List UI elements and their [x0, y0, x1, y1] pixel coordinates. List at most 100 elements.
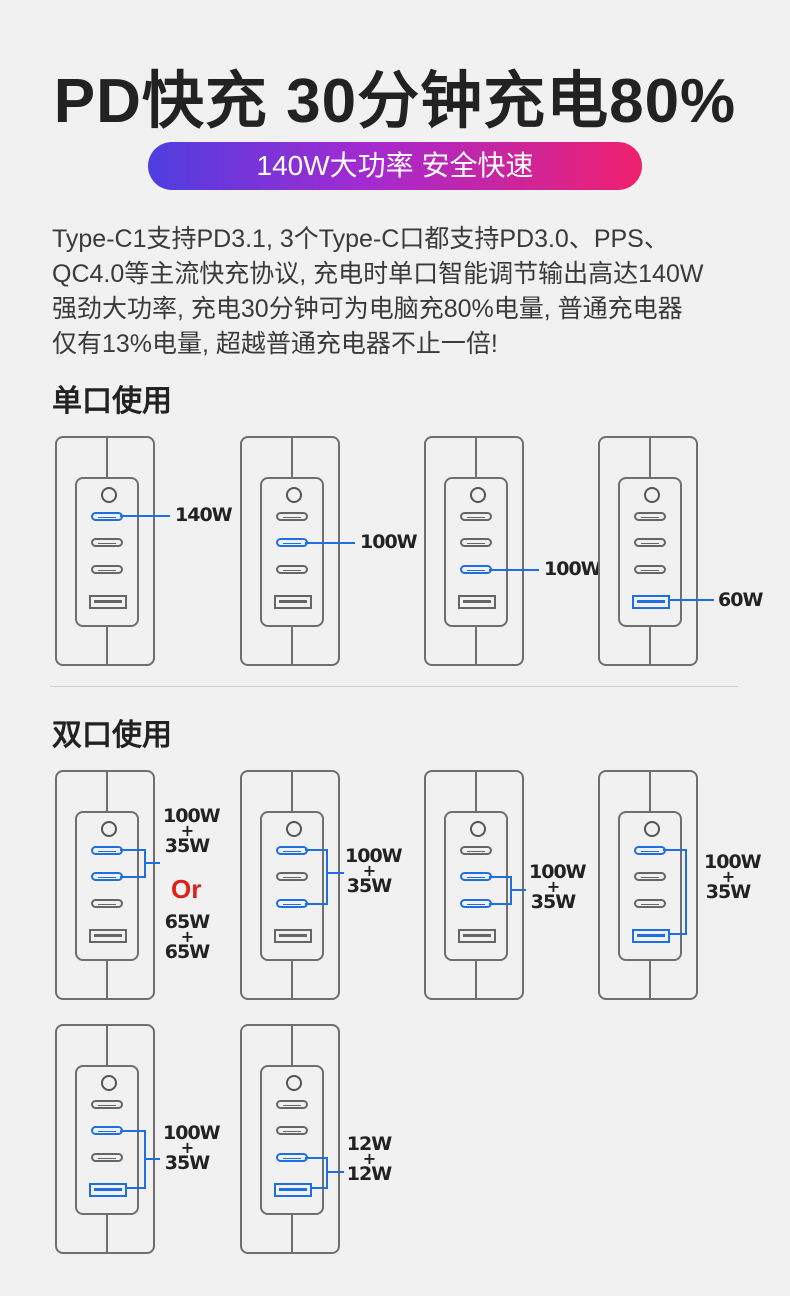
- wattage-combo: 100W + 35W: [163, 806, 221, 857]
- led-icon: [644, 821, 660, 837]
- usb-a-port-icon: [632, 929, 670, 943]
- usb-c3-port-icon: [276, 1153, 308, 1162]
- charger-illustration: [55, 436, 155, 666]
- usb-c2-port-icon: [276, 1126, 308, 1135]
- connector-line: [326, 1157, 328, 1189]
- description-line: 仅有13%电量, 超越普通充电器不止一倍!: [52, 330, 498, 358]
- connector-line: [144, 862, 160, 864]
- connector-line: [510, 889, 526, 891]
- charger-illustration: [598, 770, 698, 1000]
- wattage-label: 140W: [175, 504, 233, 526]
- usb-c1-port-icon: [276, 1100, 308, 1109]
- usb-a-port-icon: [274, 595, 312, 609]
- usb-a-port-icon: [274, 1183, 312, 1197]
- usb-a-port-icon: [632, 595, 670, 609]
- led-icon: [101, 487, 117, 503]
- section-title-single: 单口使用: [52, 385, 172, 418]
- connector-line: [144, 1158, 160, 1160]
- section-title-dual: 双口使用: [52, 719, 172, 752]
- wattage-label: 65W: [164, 941, 210, 963]
- usb-c1-port-icon: [276, 846, 308, 855]
- connector-line: [326, 872, 344, 874]
- usb-c3-port-icon: [460, 899, 492, 908]
- tagline-pill: 140W大功率 安全快速: [148, 142, 642, 190]
- wattage-label: 100W: [163, 1122, 221, 1144]
- wattage-label: 100W: [704, 851, 762, 873]
- plus-sign: +: [362, 1149, 376, 1168]
- connector-line: [120, 876, 145, 878]
- usb-a-port-icon: [89, 595, 127, 609]
- connector-line: [663, 849, 686, 851]
- connector-line: [489, 903, 511, 905]
- usb-c3-port-icon: [91, 565, 123, 574]
- led-icon: [101, 1075, 117, 1091]
- wattage-combo: 100W + 35W: [529, 862, 587, 912]
- connector-line: [668, 933, 686, 935]
- usb-a-port-icon: [89, 1183, 127, 1197]
- usb-a-port-icon: [458, 929, 496, 943]
- plus-sign: +: [721, 867, 735, 886]
- usb-c2-port-icon: [460, 538, 492, 547]
- wattage-label: 100W: [360, 531, 418, 553]
- connector-line: [305, 1157, 327, 1159]
- page-title: PD快充 30分钟充电80%: [53, 67, 737, 136]
- charger-illustration: [240, 770, 340, 1000]
- usb-c1-port-icon: [91, 512, 123, 521]
- led-icon: [286, 487, 302, 503]
- usb-c1-port-icon: [460, 846, 492, 855]
- connector-line: [125, 1187, 145, 1189]
- usb-c1-port-icon: [634, 512, 666, 521]
- led-icon: [286, 1075, 302, 1091]
- usb-c2-port-icon: [634, 872, 666, 881]
- wattage-combo: 100W + 35W: [163, 1123, 221, 1173]
- usb-a-port-icon: [458, 595, 496, 609]
- led-icon: [470, 821, 486, 837]
- usb-c3-port-icon: [276, 565, 308, 574]
- plus-sign: +: [180, 821, 194, 840]
- usb-c1-port-icon: [91, 846, 123, 855]
- description: Type-C1支持PD3.1, 3个Type-C口都支持PD3.0、PPS、 Q…: [52, 222, 752, 362]
- description-line: 强劲大功率, 充电30分钟可为电脑充80%电量, 普通充电器: [52, 295, 683, 323]
- description-line: QC4.0等主流快充协议, 充电时单口智能调节输出高达140W: [52, 260, 704, 288]
- description-line: Type-C1支持PD3.1, 3个Type-C口都支持PD3.0、PPS、: [52, 225, 669, 253]
- usb-c2-port-icon: [276, 872, 308, 881]
- connector-line: [326, 849, 328, 905]
- usb-c3-port-icon: [460, 565, 492, 574]
- usb-c2-port-icon: [91, 872, 123, 881]
- wattage-label: 12W: [346, 1163, 392, 1185]
- connector-line: [120, 515, 170, 517]
- connector-line: [685, 849, 687, 935]
- wattage-label: 100W: [345, 845, 403, 867]
- usb-c3-port-icon: [91, 899, 123, 908]
- plus-sign: +: [362, 861, 376, 880]
- or-label: Or: [171, 874, 202, 904]
- led-icon: [470, 487, 486, 503]
- usb-c3-port-icon: [276, 899, 308, 908]
- section-divider: [50, 686, 738, 687]
- charger-illustration: [598, 436, 698, 666]
- plus-sign: +: [180, 927, 194, 946]
- wattage-label: 12W: [346, 1133, 392, 1155]
- usb-c1-port-icon: [276, 512, 308, 521]
- usb-c3-port-icon: [634, 899, 666, 908]
- connector-line: [668, 599, 714, 601]
- usb-c2-port-icon: [91, 1126, 123, 1135]
- charger-illustration: [240, 436, 340, 666]
- charger-illustration: [55, 1024, 155, 1254]
- wattage-label: 35W: [164, 835, 210, 857]
- wattage-label: 65W: [164, 911, 210, 933]
- wattage-label: 35W: [705, 881, 751, 903]
- wattage-combo: 100W + 35W: [345, 846, 403, 896]
- usb-c2-port-icon: [634, 538, 666, 547]
- connector-line: [489, 569, 539, 571]
- charger-illustration: [55, 770, 155, 1000]
- wattage-label: 60W: [718, 589, 763, 611]
- wattage-combo: 100W + 35W: [704, 852, 762, 903]
- usb-c2-port-icon: [460, 872, 492, 881]
- plus-sign: +: [180, 1138, 194, 1157]
- led-icon: [644, 487, 660, 503]
- usb-a-port-icon: [274, 929, 312, 943]
- led-icon: [286, 821, 302, 837]
- led-icon: [101, 821, 117, 837]
- wattage-label: 100W: [544, 558, 602, 580]
